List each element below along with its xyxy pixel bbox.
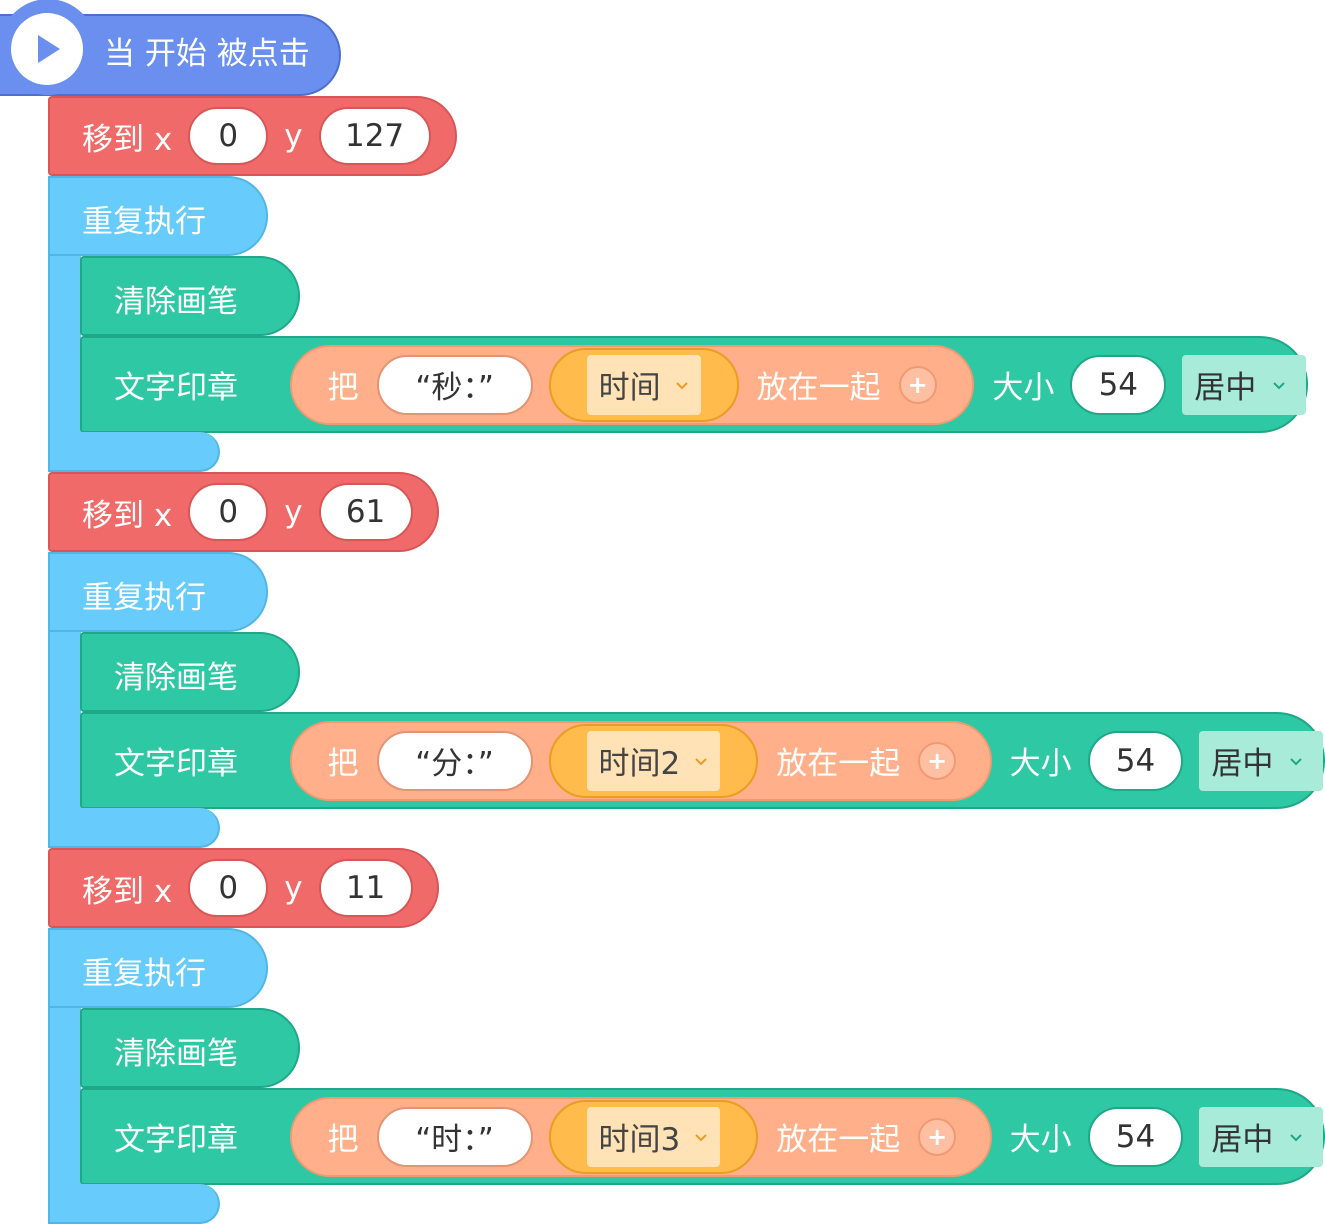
y-label: y [284,870,303,906]
align-dropdown[interactable]: 居中 [1182,354,1306,415]
plus-icon[interactable]: + [918,1117,957,1156]
chevron-down-icon [1273,381,1285,389]
text-stamp-block[interactable]: 文字印章 把 “分：” 时间2 放在一起 + 大小 54 居中 [80,712,1325,809]
size-input[interactable]: 54 [1070,354,1167,415]
string-input[interactable]: “分：” [376,730,533,791]
y-input[interactable]: 11 [318,859,413,917]
variable-block[interactable]: 时间 [548,347,739,422]
join-block[interactable]: 把 “时：” 时间3 放在一起 + [289,1096,992,1177]
x-input[interactable]: 0 [188,107,269,165]
loop-bottom [48,432,220,472]
hat-circle [0,0,96,95]
repeat-label: 重复执行 [82,204,206,240]
move-to-label: 移到 x [82,497,173,534]
join-prefix: 把 [327,746,359,782]
size-label: 大小 [1009,746,1072,782]
join-suffix: 放在一起 [776,1122,901,1158]
size-label: 大小 [992,370,1055,406]
clear-pen-label: 清除画笔 [114,1036,238,1072]
variable-block[interactable]: 时间3 [548,1099,759,1174]
chevron-down-icon [1290,757,1303,765]
y-input[interactable]: 61 [318,483,413,541]
chevron-down-icon [675,381,688,389]
join-prefix: 把 [327,370,359,406]
variable-block[interactable]: 时间2 [548,723,759,798]
hat-label: 当 开始 被点击 [104,36,310,72]
repeat-label: 重复执行 [82,956,206,992]
string-input[interactable]: “时：” [376,1106,533,1167]
move-to-label: 移到 x [82,873,173,910]
loop-bottom [48,808,220,848]
repeat-forever-block[interactable]: 重复执行 [48,176,268,256]
string-input[interactable]: “秒：” [376,354,533,415]
align-value: 居中 [1211,1122,1274,1158]
y-label: y [284,494,303,530]
move-to-block[interactable]: 移到 x 0 y 61 [48,472,439,552]
repeat-forever-block[interactable]: 重复执行 [48,928,268,1008]
repeat-forever-block[interactable]: 重复执行 [48,552,268,632]
text-stamp-label: 文字印章 [114,1122,238,1158]
plus-icon[interactable]: + [918,741,957,780]
align-dropdown[interactable]: 居中 [1199,1106,1323,1167]
clear-pen-block[interactable]: 清除画笔 [80,1008,300,1088]
play-icon[interactable] [11,13,83,85]
text-stamp-block[interactable]: 文字印章 把 “秒：” 时间 放在一起 + 大小 54 居中 [80,336,1308,433]
variable-name: 时间 [598,370,661,406]
size-input[interactable]: 54 [1087,1106,1184,1167]
join-suffix: 放在一起 [756,370,881,406]
variable-dropdown[interactable]: 时间3 [586,1106,721,1167]
align-dropdown[interactable]: 居中 [1199,730,1323,791]
text-stamp-label: 文字印章 [114,746,238,782]
variable-dropdown[interactable]: 时间2 [586,730,721,791]
clear-pen-block[interactable]: 清除画笔 [80,256,300,336]
x-input[interactable]: 0 [188,859,269,917]
text-stamp-label: 文字印章 [114,370,238,406]
x-input[interactable]: 0 [188,483,269,541]
clear-pen-block[interactable]: 清除画笔 [80,632,300,712]
variable-name: 时间3 [598,1122,681,1158]
join-block[interactable]: 把 “分：” 时间2 放在一起 + [289,720,992,801]
clear-pen-label: 清除画笔 [114,284,238,320]
move-to-block[interactable]: 移到 x 0 y 11 [48,848,439,928]
clear-pen-label: 清除画笔 [114,660,238,696]
variable-dropdown[interactable]: 时间 [586,354,701,415]
align-value: 居中 [1194,370,1257,406]
size-input[interactable]: 54 [1087,730,1184,791]
text-stamp-block[interactable]: 文字印章 把 “时：” 时间3 放在一起 + 大小 54 居中 [80,1088,1325,1185]
join-suffix: 放在一起 [776,746,901,782]
join-prefix: 把 [327,1122,359,1158]
move-to-block[interactable]: 移到 x 0 y 127 [48,96,457,176]
size-label: 大小 [1009,1122,1072,1158]
loop-side [48,1006,81,1196]
join-block[interactable]: 把 “秒：” 时间 放在一起 + [289,344,975,425]
loop-bottom [48,1184,220,1224]
y-input[interactable]: 127 [318,107,431,165]
repeat-label: 重复执行 [82,580,206,616]
chevron-down-icon [1290,1133,1303,1141]
chevron-down-icon [695,757,707,765]
variable-name: 时间2 [598,746,681,782]
plus-icon[interactable]: + [898,365,937,404]
align-value: 居中 [1211,746,1274,782]
chevron-down-icon [695,1133,707,1141]
y-label: y [284,118,303,154]
move-to-label: 移到 x [82,121,173,158]
